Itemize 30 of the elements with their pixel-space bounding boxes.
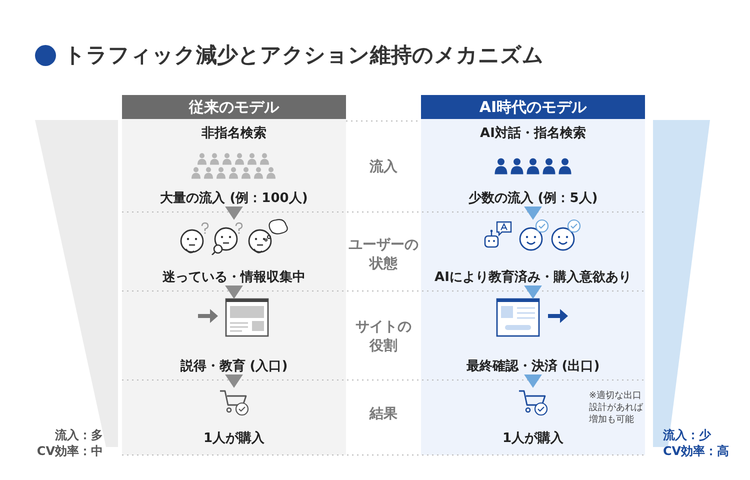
column-panel [421,95,645,455]
stage-caption: AIにより教育済み・購入意欲あり [434,268,632,286]
side-note: CV効率：中 [36,443,103,460]
stage-caption: 大量の流入 (例：100人) [160,190,308,207]
stage-caption: 1人が購入 [502,430,564,447]
down-arrow [524,206,542,220]
down-arrow [524,286,542,299]
down-arrow [524,374,542,388]
column-header: 従来のモデル [122,95,346,119]
side-note: 流入：多 [55,427,103,444]
row-label: サイトの役割 [354,318,412,356]
side-note: 流入：少 [663,427,711,444]
stage-caption: 少数の流入 (例：5人) [468,190,598,207]
row-label: 結果 [370,405,398,424]
stage-caption: 迷っている・情報収集中 [162,269,306,286]
title: トラフィック減少とアクション維持のメカニズム [64,42,544,69]
side-note: CV効率：高 [663,443,730,460]
down-arrow [225,286,243,299]
stage-caption: 1人が購入 [203,430,265,447]
footnote: ※適切な出口設計があれば増加も可能 [589,390,644,426]
down-arrow [225,206,243,220]
stage-heading: AI対話・指名検索 [480,124,586,142]
down-arrow [225,374,243,388]
column-header: AI時代のモデル [421,95,645,119]
stage-caption: 説得・教育 (入口) [180,358,288,375]
row-label: ユーザーの状態 [347,236,420,274]
stage-caption: 最終確認・決済 (出口) [466,358,600,375]
stage-heading: 非指名検索 [202,124,266,142]
column-panel [122,95,346,455]
row-label: 流入 [370,158,398,177]
